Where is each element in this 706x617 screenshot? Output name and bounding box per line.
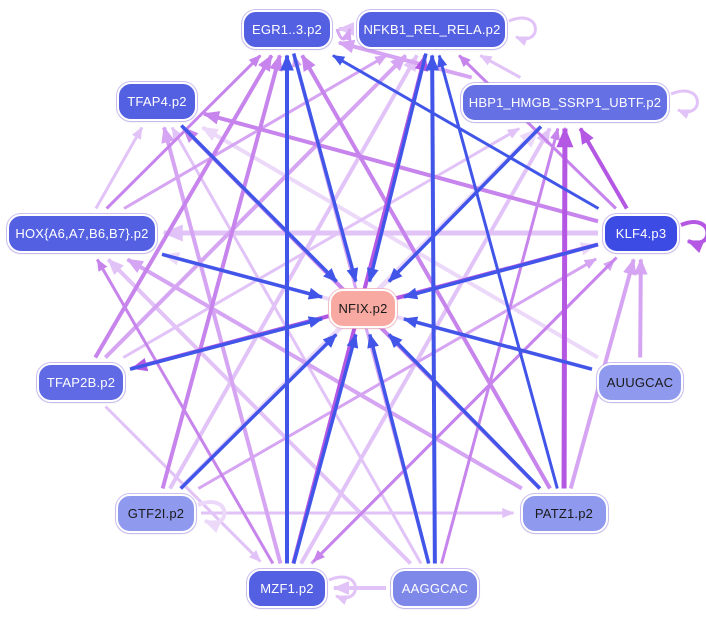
edge-gtf2i-nfix — [179, 333, 338, 490]
edge-hbp1-nfkb1 — [479, 54, 522, 79]
graph-node-label: AAGGCAC — [401, 580, 469, 596]
edge-aaggcac-tfap4 — [170, 126, 423, 565]
self-loop-gtf2i — [197, 500, 227, 533]
graph-node-hbp1[interactable]: HBP1_HMGB_SSRP1_UBTF.p2 — [461, 82, 669, 122]
graph-node-mzf1[interactable]: MZF1.p2 — [247, 568, 327, 608]
edge-tfap2b-hbp1 — [122, 127, 521, 359]
graph-node-patz1[interactable]: PATZ1.p2 — [520, 493, 608, 533]
self-loop-klf4 — [680, 220, 706, 253]
edge-hbp1-nfix — [387, 125, 543, 283]
graph-node-label: TFAP2B.p2 — [46, 374, 116, 390]
edge-patz1-nfix — [387, 333, 542, 490]
self-loop-mzf1 — [328, 575, 357, 605]
edge-tfap2b-nfkb1 — [103, 54, 408, 359]
edge-klf4-tfap4 — [202, 111, 599, 224]
graph-node-tfap4[interactable]: TFAP4.p2 — [117, 81, 197, 121]
graph-node-nfkb1[interactable]: NFKB1_REL_RELA.p2 — [357, 9, 507, 49]
edge-patz1-hox — [126, 257, 523, 491]
edge-hox-nfkb1 — [123, 54, 388, 210]
graph-node-label: NFIX.p2 — [338, 300, 388, 316]
graph-node-label: HOX{A6,A7,B6,B7}.p2 — [15, 225, 149, 241]
edge-aaggcac-nfkb1 — [425, 54, 440, 564]
graph-node-label: NFKB1_REL_RELA.p2 — [363, 21, 501, 37]
graph-node-hox[interactable]: HOX{A6,A7,B6,B7}.p2 — [7, 213, 157, 253]
edge-egr1-nfkb1 — [335, 28, 352, 42]
graph-node-egr1[interactable]: EGR1..3.p2 — [242, 9, 332, 49]
graph-node-gtf2i[interactable]: GTF2I.p2 — [116, 493, 196, 533]
edge-hox-egr1 — [105, 54, 262, 210]
edge-auugcac-klf4 — [633, 258, 648, 358]
graph-node-label: GTF2I.p2 — [127, 505, 185, 521]
graph-node-label: AUUGCAC — [606, 374, 674, 390]
edge-patz1-hbp1 — [556, 126, 574, 489]
edge-klf4-egr1 — [332, 54, 600, 210]
graph-node-label: MZF1.p2 — [260, 580, 314, 596]
edge-tfap4-nfix — [180, 124, 338, 283]
edge-nfkb1-nfix — [366, 53, 428, 283]
graph-node-aaggcac[interactable]: AAGGCAC — [391, 568, 479, 608]
graph-node-label: HBP1_HMGB_SSRP1_UBTF.p2 — [468, 94, 662, 110]
graph-node-tfap2b[interactable]: TFAP2B.p2 — [37, 362, 125, 402]
graph-node-nfix[interactable]: NFIX.p2 — [329, 288, 397, 328]
edge-auugcac-nfix — [402, 316, 593, 371]
edge-hox-tfap4 — [94, 126, 144, 210]
edge-aaggcac-nfix — [367, 333, 431, 564]
edge-gtf2i-nfkb1 — [168, 54, 419, 490]
graph-node-label: TFAP4.p2 — [127, 93, 187, 109]
graph-node-auugcac[interactable]: AUUGCAC — [597, 362, 683, 402]
edge-gtf2i-klf4 — [197, 257, 597, 490]
graph-node-label: KLF4.p3 — [615, 225, 667, 241]
edge-hox-nfix — [161, 252, 324, 300]
edge-mzf1-nfix — [291, 333, 359, 564]
edge-auugcac-tfap4 — [201, 125, 599, 360]
edge-mzf1-hbp1 — [299, 127, 552, 565]
edge-tfap2b-nfix — [129, 316, 324, 371]
self-loop-nfkb1 — [508, 16, 537, 46]
graph-node-label: PATZ1.p2 — [534, 505, 594, 521]
edge-patz1-egr1 — [300, 54, 552, 490]
edge-egr1-nfix — [291, 53, 359, 283]
edge-mzf1-hox — [96, 258, 275, 565]
self-loop-hbp1 — [670, 89, 699, 119]
edge-klf4-nfix — [402, 242, 599, 300]
graph-node-klf4[interactable]: KLF4.p3 — [603, 213, 679, 253]
edge-klf4-hbp1 — [578, 127, 629, 210]
graph-node-label: EGR1..3.p2 — [252, 21, 322, 37]
edge-hbp1-egr1 — [337, 39, 473, 80]
